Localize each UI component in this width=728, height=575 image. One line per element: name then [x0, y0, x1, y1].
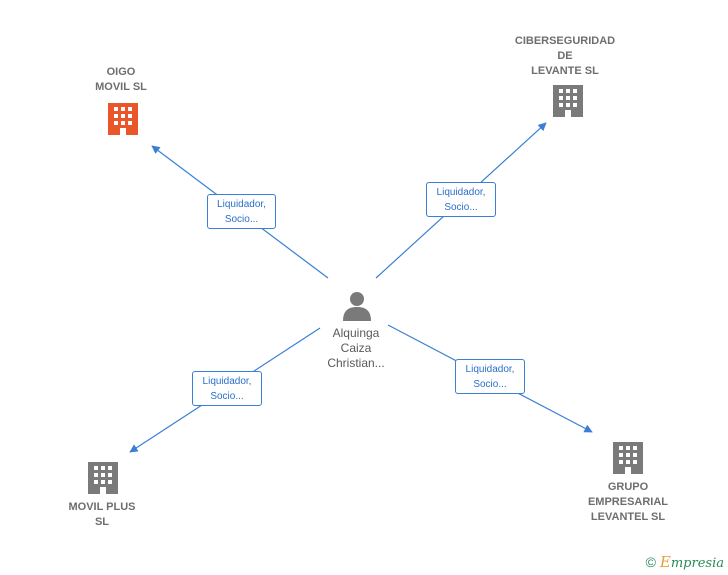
building-icon-oigo[interactable] — [108, 103, 138, 135]
edge-label-oigo[interactable]: Liquidador, Socio... — [207, 194, 276, 229]
center-person-label[interactable]: Alquinga Caiza Christian... — [327, 326, 385, 370]
edge-label-ciber[interactable]: Liquidador, Socio... — [426, 182, 496, 217]
person-icon[interactable] — [343, 292, 371, 321]
edge-label-movilplus[interactable]: Liquidador, Socio... — [192, 371, 262, 406]
node-label-ciber[interactable]: CIBERSEGURIDAD DE LEVANTE SL — [514, 35, 616, 77]
copyright-symbol: © — [645, 554, 656, 570]
building-icon-movilplus[interactable] — [88, 462, 118, 494]
node-label-oigo[interactable]: OIGO MOVIL SL — [95, 66, 147, 93]
empresia-logo: ©Empresia — [646, 553, 724, 571]
brand-initial: E — [659, 553, 671, 571]
brand-name: mpresia — [670, 556, 724, 571]
node-label-grupo[interactable]: GRUPO EMPRESARIAL LEVANTEL SL — [587, 481, 669, 523]
building-icon-grupo[interactable] — [613, 442, 643, 474]
node-label-movilplus[interactable]: MOVIL PLUS SL — [68, 501, 136, 528]
building-icon-ciber[interactable] — [553, 85, 583, 117]
edge-label-grupo[interactable]: Liquidador, Socio... — [455, 359, 525, 394]
